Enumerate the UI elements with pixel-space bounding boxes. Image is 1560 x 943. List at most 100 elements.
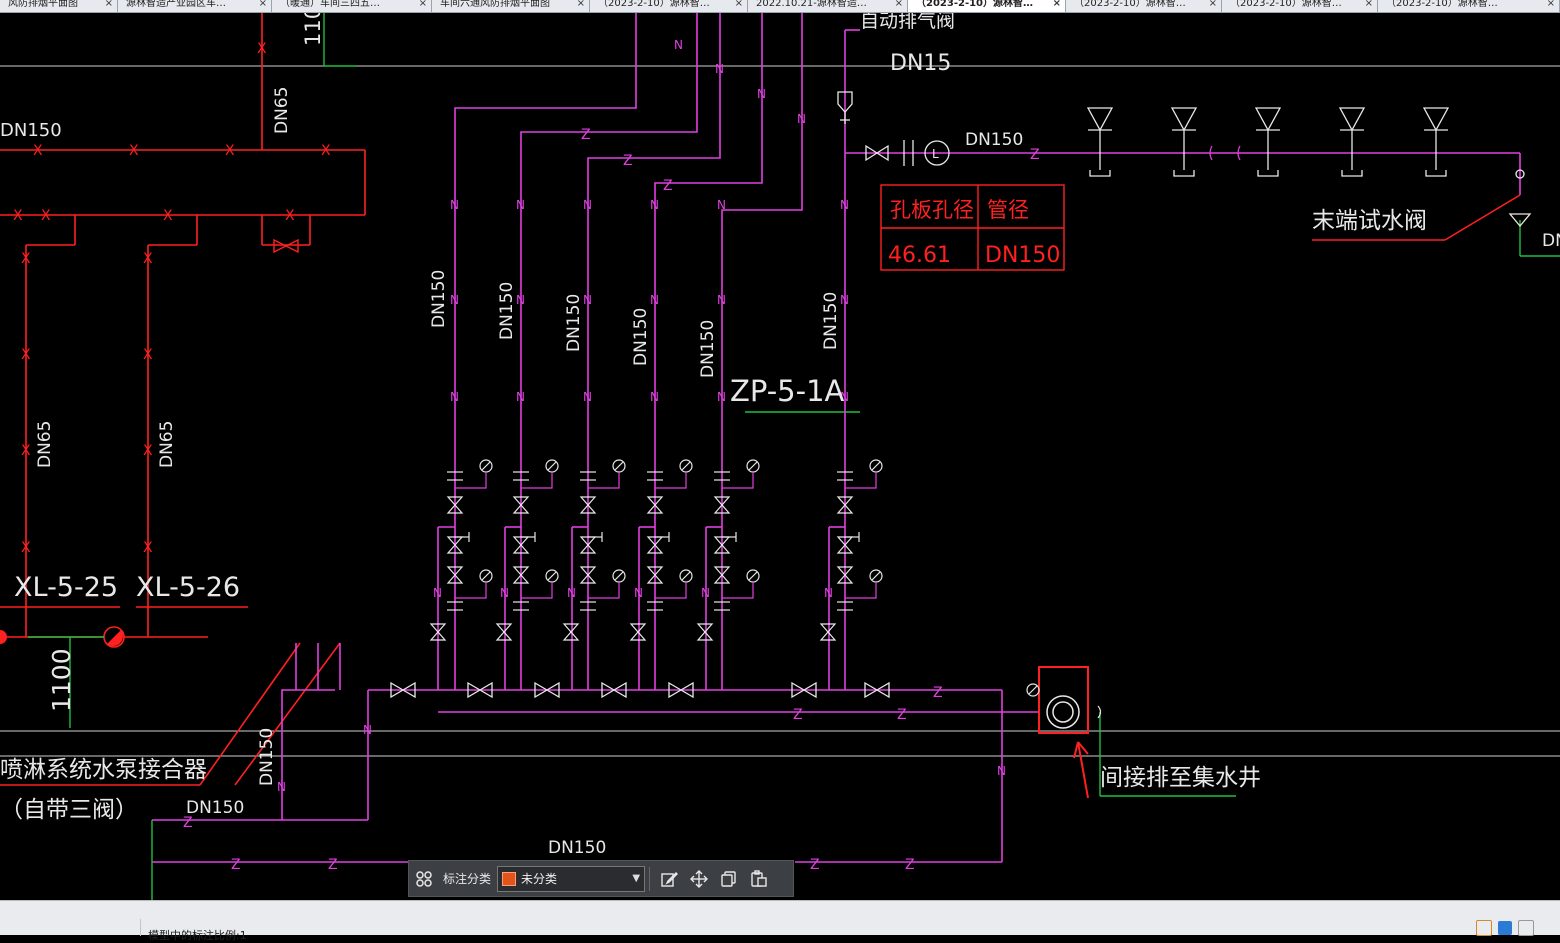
label-xl-5-26: XL-5-26: [136, 572, 240, 603]
n-mark: N: [717, 390, 726, 404]
grid-apps-icon[interactable]: [409, 861, 439, 896]
n-mark: N: [701, 586, 710, 600]
z-mark: Z: [328, 857, 338, 873]
alarm-valve-assembly: [429, 459, 493, 641]
document-tab[interactable]: 车间六通风防排烟平面图×: [432, 0, 590, 12]
label-dn150-horizontal: DN150: [965, 130, 1023, 150]
annotation-category-select[interactable]: 未分类 ▼: [497, 865, 646, 892]
tab-label: （暖通）车间三四五…: [280, 0, 380, 9]
category-selected-value: 未分类: [521, 872, 558, 886]
n-mark: N: [650, 198, 659, 212]
close-icon[interactable]: ×: [576, 0, 585, 9]
label-dn1100: 1100: [47, 648, 76, 712]
tab-label: （2023-2-10）源林智…: [598, 0, 710, 9]
label-dn150-toolbar: DN150: [548, 838, 606, 858]
label-dn65-b: DN65: [157, 421, 177, 468]
label-riser-dn150-1: DN150: [429, 270, 449, 328]
n-mark: N: [715, 62, 724, 76]
main-line-gate-valves: [390, 681, 890, 699]
x-mark: X: [13, 208, 23, 224]
z-mark: Z: [897, 707, 907, 723]
n-mark: N: [650, 293, 659, 307]
label-three-valve: （自带三阀）: [0, 797, 138, 823]
document-tab[interactable]: 2022.10.21-源林智造…×: [748, 0, 908, 12]
close-icon[interactable]: ×: [894, 0, 903, 9]
n-mark: N: [277, 780, 286, 794]
sprinkler-head: [1170, 107, 1198, 177]
x-mark: X: [33, 143, 43, 159]
status-tray: [1468, 919, 1560, 936]
z-mark: Z: [793, 707, 803, 723]
z-mark: Z: [663, 178, 673, 194]
close-icon[interactable]: ×: [1546, 0, 1555, 9]
close-icon[interactable]: ×: [104, 0, 113, 9]
x-mark: X: [129, 143, 139, 159]
x-mark: X: [21, 347, 31, 363]
gate-valve: [791, 681, 817, 699]
z-mark: Z: [623, 153, 633, 169]
n-mark: N: [450, 198, 459, 212]
n-mark: N: [717, 198, 726, 212]
n-mark: N: [757, 87, 766, 101]
close-icon[interactable]: ×: [734, 0, 743, 9]
sprinkler-head: [1422, 107, 1450, 177]
document-tab[interactable]: （2023-2-10）源林智…×: [908, 0, 1066, 12]
alarm-valve-assembly: [562, 459, 626, 641]
x-mark: X: [41, 208, 51, 224]
alarm-valve-groups: [429, 459, 883, 641]
close-icon[interactable]: ×: [418, 0, 427, 9]
x-mark: X: [143, 251, 153, 267]
edit-icon[interactable]: [654, 861, 684, 896]
close-icon[interactable]: ×: [1052, 0, 1061, 9]
x-mark: X: [143, 443, 153, 459]
paste-icon[interactable]: [744, 861, 774, 896]
n-mark: N: [583, 293, 592, 307]
settings-icon[interactable]: [1476, 919, 1492, 936]
x-mark: X: [285, 208, 295, 224]
z-mark: Z: [810, 857, 820, 873]
category-color-swatch: [502, 871, 517, 886]
close-icon[interactable]: ×: [258, 0, 267, 9]
tab-label: （2023-2-10）源林智…: [1386, 0, 1498, 9]
label-zp-5-1a: ZP-5-1A: [730, 374, 845, 408]
close-icon[interactable]: ×: [1364, 0, 1373, 9]
z-mark: Z: [231, 857, 241, 873]
document-tab-bar: 风防排烟平面图×源林智造产业园区车…×（暖通）车间三四五…×车间六通风防排烟平面…: [0, 0, 1560, 13]
document-tab[interactable]: （2023-2-10）源林智… ×: [590, 0, 748, 12]
n-mark: N: [450, 390, 459, 404]
table-cell-pipe-size: DN150: [985, 243, 1060, 268]
x-mark: X: [257, 41, 267, 57]
document-tab[interactable]: （2023-2-10）源林智…×: [1222, 0, 1378, 12]
n-mark: N: [433, 586, 442, 600]
pipe-break-symbol: [1209, 145, 1241, 161]
document-tab[interactable]: 源林智造产业园区车…×: [118, 0, 272, 12]
monitor-icon[interactable]: [1498, 920, 1512, 935]
x-mark: X: [143, 540, 153, 556]
x-mark: X: [21, 540, 31, 556]
chevron-down-icon: ▼: [632, 873, 641, 884]
n-mark: N: [634, 586, 643, 600]
n-mark: N: [824, 586, 833, 600]
more-icon[interactable]: [1518, 919, 1534, 936]
alarm-valve-assembly: [495, 459, 559, 641]
svg-text:L: L: [932, 147, 939, 161]
copy-icon[interactable]: [714, 861, 744, 896]
document-tab[interactable]: （2023-2-10）源林智… ×: [1378, 0, 1560, 12]
label-dn150-left: DN150: [0, 120, 62, 141]
close-icon[interactable]: ×: [1208, 0, 1217, 9]
n-mark: N: [583, 390, 592, 404]
move-icon[interactable]: [684, 861, 714, 896]
gate-valve: [864, 681, 890, 699]
annotation-category-label: 标注分类: [443, 872, 492, 886]
z-mark: Z: [905, 857, 915, 873]
document-tab[interactable]: 风防排烟平面图 ×: [0, 0, 118, 12]
tab-label: 风防排烟平面图: [8, 0, 78, 9]
document-tab[interactable]: （暖通）车间三四五… ×: [272, 0, 432, 12]
end-test-valve: [1508, 169, 1532, 228]
document-tab[interactable]: （2023-2-10）源林智…×: [1066, 0, 1222, 12]
